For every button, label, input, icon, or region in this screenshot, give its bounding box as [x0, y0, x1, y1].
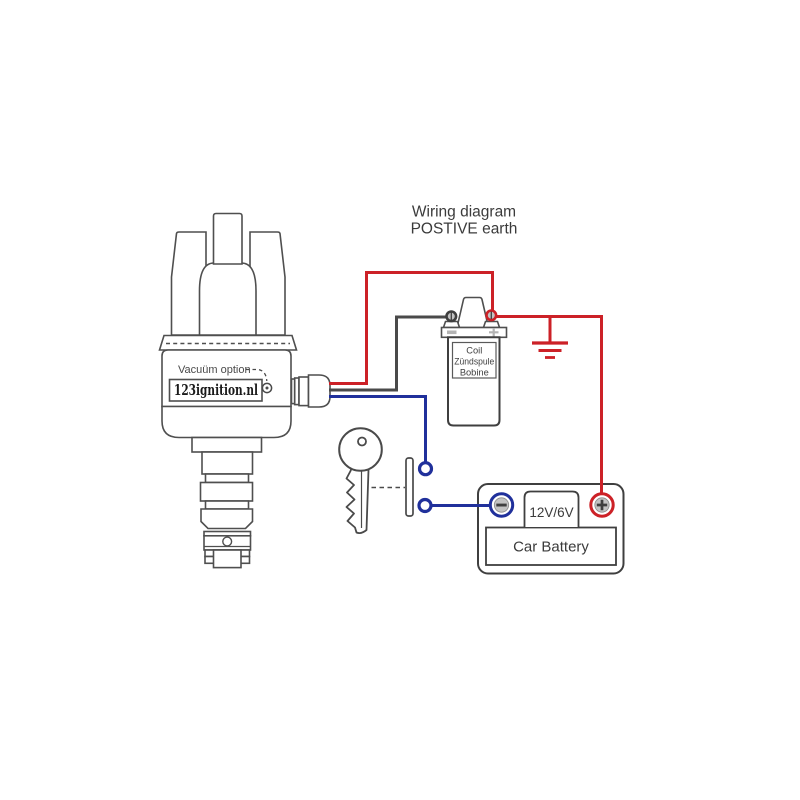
coil-positive-mark	[489, 328, 499, 337]
ground-symbol-icon	[532, 341, 568, 359]
distributor-shaft	[191, 436, 263, 569]
ignition-key-icon	[338, 427, 383, 534]
coil-terminal-base-right	[482, 320, 501, 329]
coil-label-line1: Coil	[466, 346, 482, 356]
shaft-seg	[200, 508, 254, 530]
connector-collar	[298, 376, 310, 407]
switch-terminal-top	[417, 461, 434, 477]
key-head	[338, 427, 383, 472]
battery-voltage-tab	[523, 490, 580, 527]
red-wire-distributor-to-coil	[329, 271, 494, 385]
coil-label-line3: Bobine	[460, 368, 489, 378]
key-hole	[357, 436, 367, 447]
distributor-body	[161, 349, 292, 439]
switch-terminal-bottom	[417, 497, 433, 514]
wiring	[329, 271, 603, 507]
coil-terminal-base-left	[442, 320, 461, 329]
distributor-cap-icon	[158, 212, 298, 351]
shaft-seg	[204, 473, 250, 484]
ignition-switch	[371, 457, 414, 517]
brand-plate	[168, 378, 263, 402]
shaft-seg	[204, 500, 250, 510]
connector-boot	[307, 374, 331, 408]
diagram-title-line2: POSTIVE earth	[411, 221, 518, 238]
ignition-coil	[440, 296, 508, 427]
battery-name-box	[485, 526, 617, 566]
coil-label-line2: Zündspule	[454, 357, 494, 367]
coil-negative-mark	[447, 330, 457, 335]
battery-voltage-label: 12V/6V	[529, 505, 573, 520]
coil-terminal-negative	[445, 310, 458, 323]
drive-dog	[212, 549, 242, 569]
distributor	[158, 212, 331, 569]
shaft-seg	[199, 481, 254, 502]
car-battery	[477, 483, 625, 575]
wire-connector	[290, 374, 331, 408]
battery-plus-mark	[596, 499, 608, 511]
red-wire-coil-to-battery	[496, 315, 603, 495]
blue-wire-distributor-to-switch	[329, 395, 427, 462]
shaft-mount	[191, 436, 263, 453]
battery-positive-terminal	[589, 492, 615, 518]
key-blade	[345, 465, 370, 534]
shaft-seg	[201, 451, 254, 475]
body-lower	[161, 405, 292, 439]
switch-contact-bar	[405, 457, 414, 517]
cap-center-tower	[212, 212, 243, 265]
coil-terminal-positive	[485, 309, 498, 322]
cap-flange	[158, 334, 298, 351]
black-wire-distributor-to-coil	[329, 315, 447, 392]
battery-minus-mark	[496, 503, 507, 507]
battery-negative-terminal	[488, 492, 515, 518]
vacuum-option-label: Vacuüm option	[178, 364, 251, 376]
battery-name-label: Car Battery	[513, 539, 589, 556]
cap-right-tower	[249, 231, 286, 336]
coil-label-box	[451, 341, 497, 379]
shaft-hole	[222, 536, 233, 547]
coil-tower	[455, 296, 490, 329]
diagram-title-line1: Wiring diagram	[412, 204, 516, 221]
vacuum-port-dot	[265, 386, 269, 390]
brand-label: 123ignition.nl	[174, 381, 258, 399]
cap-bell	[198, 262, 257, 336]
